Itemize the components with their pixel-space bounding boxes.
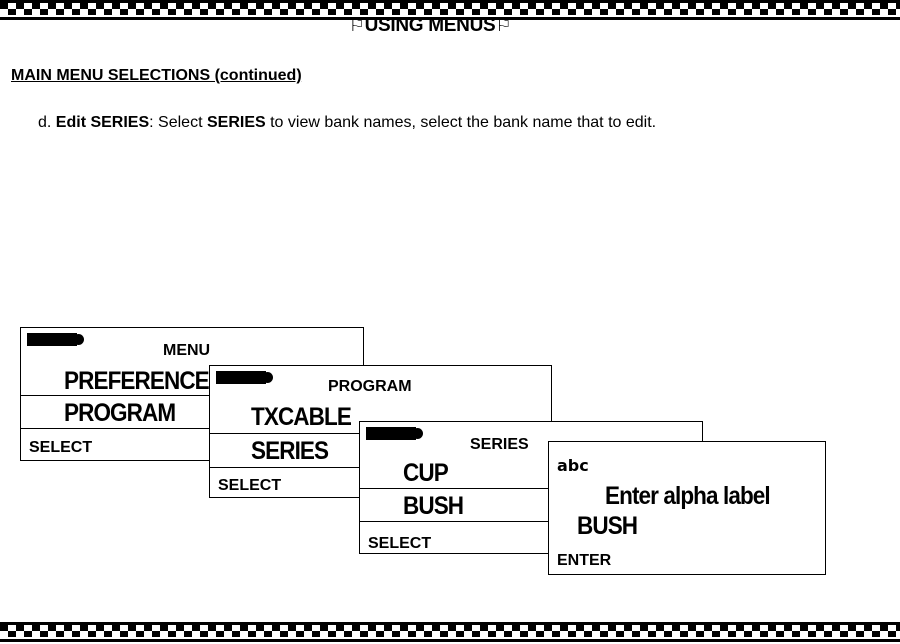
list-marker: d.	[38, 114, 52, 131]
menu-item-bush[interactable]: BUSH	[403, 492, 464, 520]
checkered-border-top	[0, 0, 900, 20]
page-title-text: USING MENUS	[364, 15, 496, 36]
select-softkey[interactable]: SELECT	[368, 535, 432, 552]
flag-icon: ⚐	[348, 15, 365, 35]
menu-row	[360, 489, 702, 522]
menu-row	[21, 362, 363, 396]
battery-icon	[216, 371, 273, 384]
menu-item-program[interactable]: PROGRAM	[64, 399, 176, 427]
screen-title: PROGRAM	[328, 378, 412, 395]
select-softkey[interactable]: SELECT	[218, 477, 282, 494]
menu-item-series[interactable]: SERIES	[251, 437, 329, 465]
instruction-text: d. Edit SERIES: Select SERIES to view ba…	[38, 114, 656, 132]
menu-row	[360, 456, 702, 489]
battery-icon	[27, 333, 84, 346]
screen-title: MENU	[163, 342, 211, 359]
label-entry-field[interactable]: BUSH	[577, 512, 638, 540]
input-mode-indicator: abc	[557, 456, 589, 475]
screen-title: SERIES	[470, 436, 529, 453]
select-softkey[interactable]: SELECT	[29, 439, 93, 456]
instruction-text-part2: to view bank names, select the bank name…	[265, 114, 657, 131]
instruction-keyword: SERIES	[206, 114, 266, 131]
checkered-border-bottom	[0, 622, 900, 642]
menu-item-preferences[interactable]: PREFERENCES	[64, 367, 224, 395]
flag-icon: ⚐	[495, 15, 512, 35]
battery-icon	[366, 427, 423, 440]
menu-item-txcable[interactable]: TXCABLE	[251, 403, 352, 431]
instruction-text-part1: : Select	[149, 114, 207, 131]
instruction-term: Edit SERIES	[55, 114, 150, 131]
page-title: ⚐USING MENUS⚐	[0, 15, 860, 37]
menu-item-cup[interactable]: CUP	[403, 459, 449, 487]
enter-softkey[interactable]: ENTER	[557, 552, 612, 569]
menu-row	[21, 396, 363, 429]
section-heading: MAIN MENU SELECTIONS (continued)	[11, 67, 302, 84]
entry-prompt: Enter alpha label	[605, 482, 771, 510]
lcd-screen-menu: MENU PREFERENCES PROGRAM SELECT	[20, 327, 364, 461]
lcd-screen-label-entry: abc Enter alpha label BUSH ENTER	[548, 441, 826, 575]
